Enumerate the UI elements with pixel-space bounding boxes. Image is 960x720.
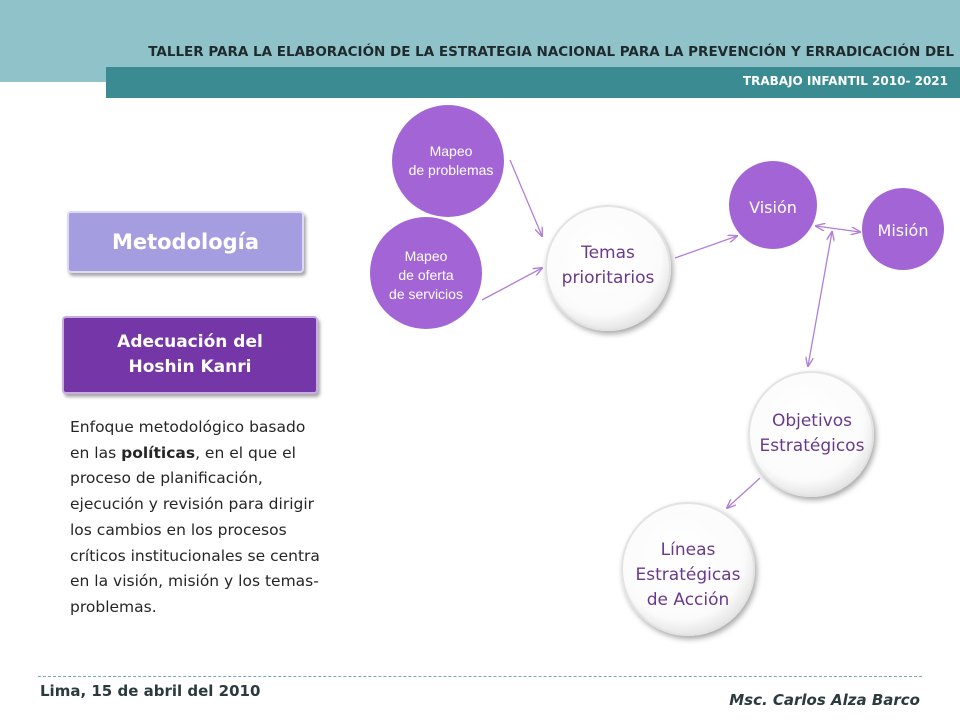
node-mapeo-oferta-label: Mapeo de oferta de servicios — [389, 247, 463, 302]
node-mapeo-problemas-label: Mapeo de problemas — [408, 143, 494, 178]
node-objetivos — [748, 371, 874, 497]
description-bold-politicas: políticas — [121, 443, 196, 462]
header-title-line1: TALLER PARA LA ELABORACIÓN DE LA ESTRATE… — [148, 44, 954, 60]
header-sub-bar — [106, 67, 960, 98]
node-vision — [729, 161, 817, 249]
arrow-problemas-to-temas — [509, 159, 542, 236]
arrow-mision-objetivos — [808, 232, 832, 366]
metodologia-label: Metodología — [111, 230, 260, 254]
node-lineas-label: Líneas Estratégicas de Acción — [635, 539, 741, 610]
header-accent-block — [0, 0, 106, 82]
node-lineas — [621, 502, 755, 636]
node-mapeo-problemas — [392, 105, 504, 217]
node-temas-label: Temas prioritarios — [561, 243, 655, 288]
hoshin-label-line1: Adecuación del — [117, 332, 263, 352]
methodology-description: Enfoque metodológico basado en las polít… — [70, 415, 320, 621]
hoshin-kanri-button[interactable]: Adecuación del Hoshin Kanri — [62, 316, 318, 394]
arrow-temas-to-vision — [674, 236, 737, 259]
node-temas — [545, 205, 671, 331]
footer-author: Msc. Carlos Alza Barco — [729, 691, 920, 709]
node-mision — [862, 188, 944, 270]
node-mapeo-oferta — [370, 217, 482, 329]
arrow-objetivos-to-lineas — [727, 477, 761, 508]
footer-divider — [38, 676, 922, 677]
arrow-vision-mision — [816, 226, 860, 232]
node-vision-label: Visión — [749, 197, 797, 217]
description-text-end: , en el que el proceso de planificación,… — [70, 443, 320, 616]
metodologia-button[interactable]: Metodología — [67, 211, 304, 273]
node-mision-label: Misión — [877, 220, 929, 240]
hoshin-label-line2: Hoshin Kanri — [128, 357, 252, 377]
header-bar — [106, 0, 960, 67]
arrow-oferta-to-temas — [481, 268, 542, 301]
footer-date: Lima, 15 de abril del 2010 — [40, 682, 261, 700]
node-objetivos-label: Objetivos Estratégicos — [759, 411, 865, 456]
description-text-start: Enfoque metodológico basado en las — [70, 418, 306, 462]
header-title-line2: TRABAJO INFANTIL 2010- 2021 — [742, 74, 948, 88]
